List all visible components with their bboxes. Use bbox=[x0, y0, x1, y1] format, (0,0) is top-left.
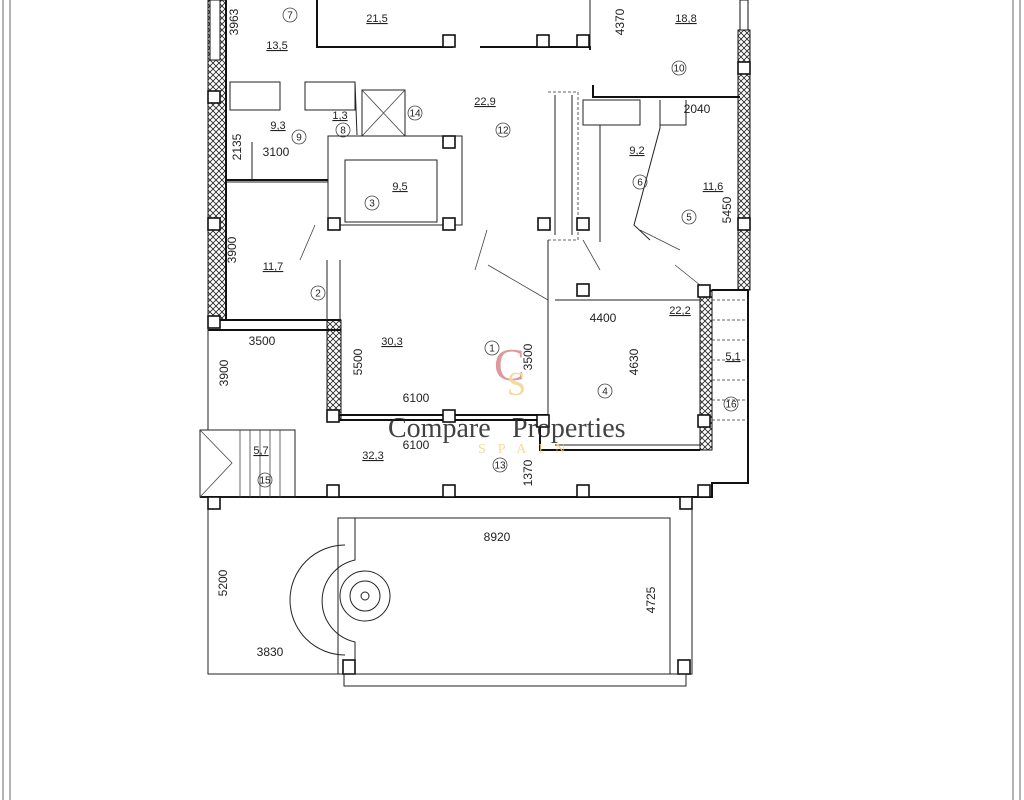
dimension-label: 5500 bbox=[351, 348, 365, 375]
room-number: 15 bbox=[259, 476, 271, 487]
dimension-label: 3500 bbox=[249, 334, 276, 348]
dimension-labels: 3963 4370 2040 2135 3100 5450 3900 4400 … bbox=[216, 8, 734, 659]
dimension-label: 3963 bbox=[227, 8, 241, 35]
area-label: 22,9 bbox=[474, 96, 495, 108]
area-label: 18,8 bbox=[675, 13, 696, 25]
area-label: 11,6 bbox=[703, 181, 724, 193]
room-number: 14 bbox=[409, 109, 421, 120]
dimension-label: 3500 bbox=[521, 343, 535, 370]
dimension-label: 3830 bbox=[257, 645, 284, 659]
room-number-circle bbox=[681, 209, 697, 225]
room-number-circle bbox=[407, 105, 423, 121]
room-number-circle bbox=[335, 122, 351, 138]
area-label: 13,5 bbox=[266, 40, 287, 52]
area-label: 11,7 bbox=[263, 261, 284, 273]
dimension-label: 3900 bbox=[217, 359, 231, 386]
room-number: 4 bbox=[602, 387, 608, 398]
watermark: C S Compare Properties SPAIN bbox=[388, 339, 626, 457]
room-number-circle bbox=[282, 7, 298, 23]
room-number-circle bbox=[492, 457, 508, 473]
area-label: 9,3 bbox=[270, 120, 285, 132]
dimension-label: 4400 bbox=[590, 311, 617, 325]
dimension-label: 5450 bbox=[720, 196, 734, 223]
room-number: 5 bbox=[686, 213, 692, 224]
dimension-label: 5200 bbox=[216, 569, 230, 596]
area-label: 5,1 bbox=[725, 351, 740, 363]
area-label: 9,5 bbox=[392, 181, 407, 193]
dimension-label: 3100 bbox=[263, 145, 290, 159]
area-label: 30,3 bbox=[381, 336, 402, 348]
watermark-logo: C bbox=[494, 339, 525, 390]
dimension-label: 6100 bbox=[403, 438, 430, 452]
room-number: 1 bbox=[489, 344, 495, 355]
room-number: 12 bbox=[497, 126, 509, 137]
pool-terrace bbox=[207, 509, 693, 687]
room-number-circle bbox=[257, 472, 273, 488]
room-number: 9 bbox=[296, 133, 302, 144]
interior-walls bbox=[199, 0, 748, 498]
exterior-walls bbox=[199, 0, 751, 498]
area-label: 32,3 bbox=[362, 450, 383, 462]
room-number: 2 bbox=[315, 289, 321, 300]
watermark-brand-compare: Compare bbox=[388, 413, 491, 444]
columns bbox=[207, 34, 751, 510]
room-number-circle bbox=[291, 129, 307, 145]
area-label: 9,2 bbox=[629, 145, 644, 157]
dimension-label: 4370 bbox=[613, 8, 627, 35]
room-number: 6 bbox=[637, 178, 643, 189]
area-label: 21,5 bbox=[366, 13, 387, 25]
room-number-circle bbox=[671, 60, 687, 76]
room-number: 7 bbox=[287, 11, 293, 22]
area-label: 5,7 bbox=[253, 445, 268, 457]
room-number: 3 bbox=[369, 199, 375, 210]
room-number: 8 bbox=[340, 126, 346, 137]
dimension-label: 1370 bbox=[521, 459, 535, 486]
dimension-label: 2135 bbox=[230, 133, 244, 160]
dimension-label: 4725 bbox=[644, 586, 658, 613]
room-number-circle bbox=[632, 174, 648, 190]
room-number-circle bbox=[364, 195, 380, 211]
room-number-circle bbox=[723, 396, 739, 412]
area-label: 1,3 bbox=[332, 110, 347, 122]
room-number-circle bbox=[484, 340, 500, 356]
room-number-circle bbox=[495, 122, 511, 138]
area-label: 22,2 bbox=[669, 305, 690, 317]
room-number-circle bbox=[310, 285, 326, 301]
room-number: 10 bbox=[673, 64, 685, 75]
watermark-country: SPAIN bbox=[478, 442, 577, 457]
dimension-label: 8920 bbox=[484, 530, 511, 544]
room-number: 13 bbox=[494, 461, 506, 472]
watermark-brand-properties: Properties bbox=[512, 413, 626, 444]
dimension-label: 2040 bbox=[684, 102, 711, 116]
dimension-label: 3900 bbox=[225, 236, 239, 263]
area-labels: 21,5 18,8 13,5 22,9 9,3 1,3 9,2 9,5 11,6… bbox=[253, 13, 740, 462]
dimension-label: 6100 bbox=[403, 391, 430, 405]
watermark-logo: S bbox=[507, 366, 526, 403]
room-number-circle bbox=[597, 383, 613, 399]
room-number: 16 bbox=[725, 400, 737, 411]
dimension-label: 4630 bbox=[627, 348, 641, 375]
